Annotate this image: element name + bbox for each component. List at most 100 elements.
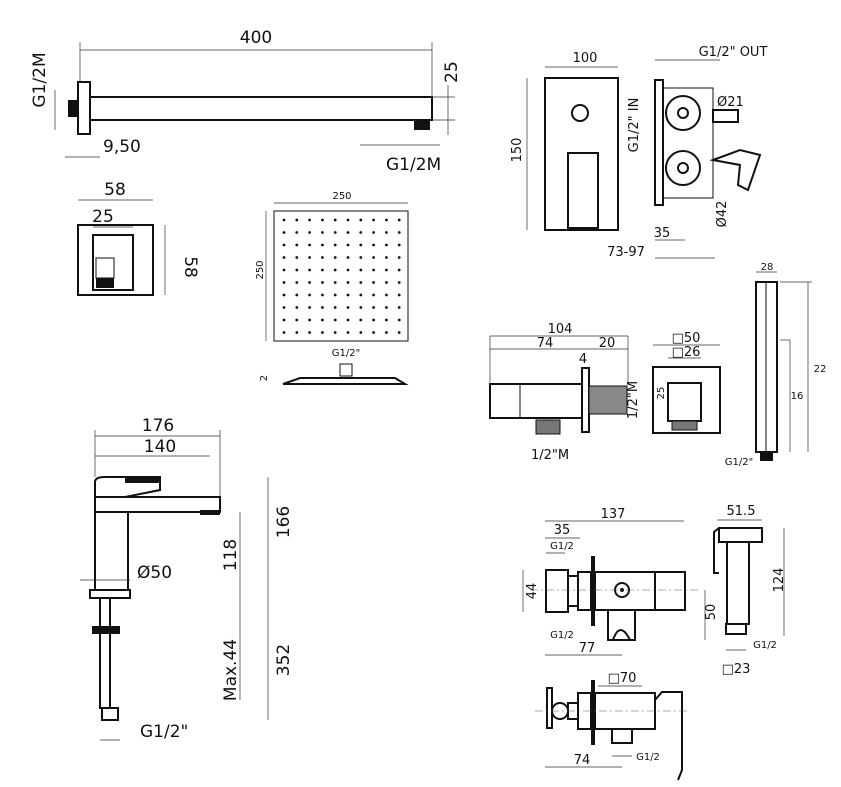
- nozzle-dot: [308, 231, 311, 234]
- nozzle-dot: [295, 306, 299, 309]
- mixer-outlet-label: G1/2" OUT: [699, 45, 768, 60]
- mixer-depth-range-label: 73-97: [607, 245, 645, 260]
- bidet-height-label: 44: [525, 583, 540, 600]
- bidet-spray: 51.5 124 G1/2 □23: [713, 504, 787, 677]
- nozzle-dot: [372, 218, 375, 222]
- nozzle-dot: [359, 268, 363, 272]
- basin-mixer: 176 140 166 118 Ø50 Max.44 352 G1/2": [80, 416, 294, 742]
- concealed-mixer: 100 G1/2" OUT Ø21 150 G1/2" IN Ø42 35 73…: [510, 45, 767, 260]
- outlet-flange-label: 4: [579, 352, 587, 367]
- nozzle-dot: [333, 268, 337, 272]
- basin-height-label: 166: [274, 506, 294, 538]
- bidet-holder-height-label: 50: [704, 604, 719, 621]
- mixer-height-label: 150: [510, 138, 525, 163]
- spray-length-label: 124: [772, 568, 787, 593]
- nozzle-dot: [282, 256, 286, 259]
- basin-depth-label: 176: [142, 416, 174, 436]
- nozzle-dot: [295, 281, 299, 284]
- nozzle-dot: [333, 256, 337, 259]
- nozzle-dot: [282, 268, 286, 272]
- nozzle-dot: [359, 331, 363, 334]
- wall-flange: 58 25 58: [77, 180, 200, 296]
- wall-outlet: 104 74 20 4 1/2"M 1/2"M □50 □26 25: [489, 322, 721, 463]
- nozzle-dot: [321, 281, 324, 284]
- bidet-holder-offset-label: 77: [579, 641, 596, 656]
- basin-base-diameter-label: Ø50: [137, 563, 172, 583]
- hand-thread-label: G1/2": [725, 457, 753, 468]
- nozzle-dot: [359, 293, 363, 297]
- bidet-length-label: 137: [601, 507, 626, 522]
- mixer-d42-label: Ø42: [715, 201, 730, 228]
- nozzle-dot: [372, 256, 375, 259]
- nozzle-dot: [372, 268, 375, 272]
- rain-thickness-label: 2: [259, 375, 270, 381]
- bidet-inlet-offset-label: 35: [554, 523, 571, 538]
- nozzle-dot: [333, 218, 337, 222]
- hand-width-label: 28: [761, 262, 774, 273]
- nozzle-dot: [321, 318, 324, 322]
- nozzle-dot: [385, 231, 388, 234]
- nozzle-dot: [359, 218, 363, 222]
- nozzle-dot: [385, 331, 388, 334]
- nozzle-dot: [385, 268, 388, 272]
- nozzle-dot: [321, 231, 324, 234]
- nozzle-dot: [282, 318, 286, 322]
- nozzle-dot: [282, 218, 286, 222]
- outlet-side-thread-label: 1/2"M: [626, 381, 641, 419]
- nozzle-dot: [282, 243, 286, 247]
- mixer-d21-label: Ø21: [717, 95, 744, 110]
- nozzle-dot: [346, 231, 350, 234]
- nozzle-dot: [333, 293, 337, 297]
- basin-thread-label: G1/2": [140, 722, 188, 742]
- valve2-thread-label: G1/2: [636, 752, 660, 763]
- nozzle-dot: [295, 331, 299, 334]
- nozzle-dot: [282, 281, 286, 284]
- mixer-width-label: 100: [573, 51, 598, 66]
- spray-width-label: 51.5: [727, 504, 756, 519]
- basin-tail-length-label: 352: [274, 644, 294, 676]
- basin-max-deck-label: Max.44: [221, 639, 241, 701]
- nozzle-dot: [359, 231, 363, 234]
- nozzle-dot: [385, 306, 388, 309]
- nozzle-dot: [397, 306, 401, 309]
- nozzle-dot: [359, 318, 363, 322]
- nozzle-dot: [372, 306, 375, 309]
- nozzle-dot: [282, 293, 286, 297]
- nozzle-dot: [308, 293, 311, 297]
- nozzle-dot: [346, 268, 350, 272]
- nozzle-dot: [321, 256, 324, 259]
- outlet-bottom-thread-label: 1/2"M: [531, 448, 569, 463]
- nozzle-dot: [372, 243, 375, 247]
- hand-spray-length-label: 16: [791, 391, 804, 402]
- flange-inner-label: 25: [92, 207, 114, 227]
- nozzle-dot: [308, 256, 311, 259]
- arm-length-label: 400: [240, 28, 272, 48]
- nozzle-dot: [372, 318, 375, 322]
- nozzle-dot: [397, 243, 401, 247]
- nozzle-dot: [295, 231, 299, 234]
- outlet-thread-length-label: 20: [599, 336, 616, 351]
- nozzle-dot: [295, 218, 299, 222]
- nozzle-dot: [295, 293, 299, 297]
- nozzle-dot: [346, 218, 350, 222]
- nozzle-dot: [372, 331, 375, 334]
- nozzle-dot: [333, 306, 337, 309]
- outlet-body-label: 74: [537, 336, 554, 351]
- nozzle-dot: [385, 243, 388, 247]
- hand-length-label: 22: [814, 364, 827, 375]
- nozzle-dot: [346, 243, 350, 247]
- nozzle-dot: [359, 256, 363, 259]
- bidet-valve: 137 35 G1/2 44 G1/2 77 50: [522, 507, 719, 656]
- nozzle-dot: [282, 306, 286, 309]
- nozzle-dot: [295, 318, 299, 322]
- nozzle-dot: [346, 331, 350, 334]
- nozzle-dot: [385, 256, 388, 259]
- mixer-depth-label: 35: [654, 226, 671, 241]
- offset-label: 9,50: [103, 137, 141, 157]
- nozzle-dot: [333, 318, 337, 322]
- bidet-thread-bottom-label: G1/2: [550, 630, 574, 641]
- outlet-inner-square-label: □26: [672, 345, 701, 360]
- nozzle-dot: [321, 218, 324, 222]
- nozzle-dot: [346, 281, 350, 284]
- nozzle-dot: [295, 243, 299, 247]
